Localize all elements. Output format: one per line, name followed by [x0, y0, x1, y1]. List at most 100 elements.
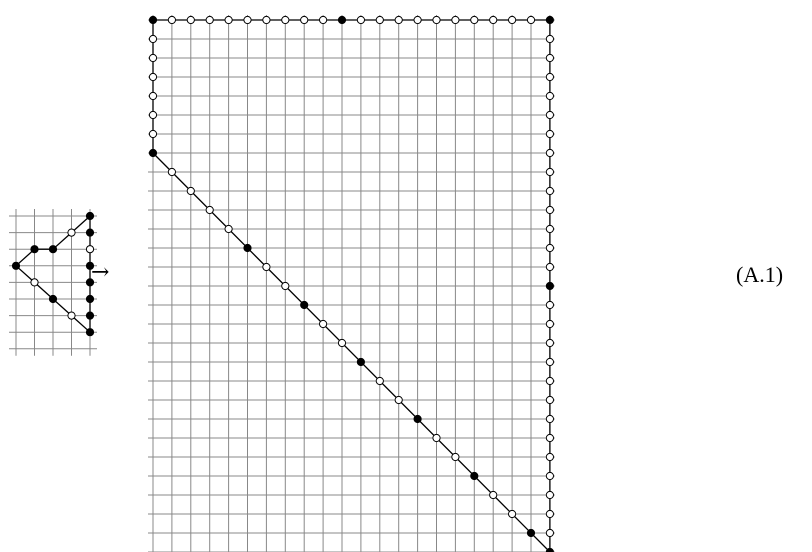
large-open-vertex [545, 148, 555, 158]
large-open-vertex [545, 167, 555, 177]
equation-number: (A.1) [736, 262, 784, 287]
small-filled-vertex [85, 328, 95, 337]
large-open-vertex [262, 262, 271, 272]
large-open-vertex [545, 357, 555, 367]
large-open-vertex [545, 376, 555, 386]
large-open-vertex [319, 15, 328, 25]
small-polygon-vertices [11, 211, 95, 337]
large-open-vertex [470, 15, 479, 25]
large-open-vertex [167, 15, 176, 25]
small-filled-vertex [48, 245, 58, 254]
large-open-vertex [148, 72, 158, 82]
large-open-vertex [545, 262, 555, 272]
large-open-vertex [186, 15, 195, 25]
large-open-vertex [545, 452, 555, 462]
large-open-vertex [413, 15, 422, 25]
large-open-vertex [375, 15, 384, 25]
large-open-vertex [319, 319, 328, 329]
small-polygon-boundary [15, 215, 91, 333]
large-filled-vertex [300, 300, 309, 310]
large-open-vertex [451, 15, 460, 25]
small-open-vertex [85, 245, 95, 254]
large-open-vertex [281, 281, 290, 291]
large-filled-vertex [545, 547, 554, 552]
large-open-vertex [205, 205, 214, 215]
large-open-vertex [262, 15, 271, 25]
large-filled-vertex [148, 148, 158, 158]
large-open-vertex [545, 395, 555, 405]
large-open-vertex [243, 15, 252, 25]
large-open-vertex [545, 186, 555, 196]
large-open-vertex [148, 34, 158, 44]
large-open-vertex [545, 129, 555, 139]
large-filled-vertex [545, 281, 555, 291]
large-open-vertex [489, 490, 498, 500]
large-open-vertex [545, 490, 555, 500]
large-open-vertex [545, 243, 555, 253]
large-open-vertex [148, 91, 158, 101]
large-filled-vertex [337, 15, 347, 25]
large-open-vertex [545, 300, 555, 310]
large-open-vertex [432, 15, 441, 25]
small-open-vertex [67, 228, 76, 237]
large-open-vertex [356, 15, 365, 25]
large-open-vertex [337, 338, 347, 348]
large-open-vertex [545, 433, 555, 443]
transform-arrow: → [91, 260, 110, 285]
large-open-vertex [394, 395, 403, 405]
large-open-vertex [545, 509, 555, 519]
small-filled-vertex [85, 211, 95, 221]
large-open-vertex [526, 15, 536, 25]
large-open-vertex [507, 509, 517, 519]
large-filled-vertex [356, 357, 365, 367]
large-open-vertex [507, 15, 517, 25]
small-filled-vertex [85, 311, 95, 320]
small-filled-vertex [85, 261, 95, 270]
large-open-vertex [545, 319, 555, 329]
small-open-vertex [30, 278, 39, 287]
large-open-vertex [148, 53, 158, 63]
small-grid [9, 209, 97, 356]
large-open-vertex [300, 15, 309, 25]
large-open-vertex [281, 15, 290, 25]
small-filled-vertex [11, 261, 21, 270]
large-open-vertex [545, 414, 555, 424]
large-filled-vertex [470, 471, 479, 481]
small-filled-vertex [30, 245, 39, 254]
small-filled-vertex [85, 228, 95, 237]
large-open-vertex [375, 376, 384, 386]
large-open-vertex [545, 205, 555, 215]
large-polygon-vertices [148, 15, 555, 552]
large-open-vertex [545, 91, 555, 101]
large-open-vertex [545, 471, 555, 481]
small-filled-vertex [85, 294, 95, 304]
large-filled-vertex [413, 414, 422, 424]
large-open-vertex [451, 452, 460, 462]
large-open-vertex [545, 338, 555, 348]
large-filled-vertex [526, 528, 536, 538]
large-open-vertex [186, 186, 195, 196]
large-open-vertex [205, 15, 214, 25]
large-open-vertex [432, 433, 441, 443]
large-open-vertex [545, 34, 555, 44]
large-open-vertex [545, 72, 555, 82]
small-polygon-edges [15, 215, 91, 333]
large-open-vertex [167, 167, 176, 177]
large-filled-vertex [545, 15, 555, 25]
large-open-vertex [224, 224, 233, 234]
large-open-vertex [489, 15, 498, 25]
small-filled-vertex [48, 294, 58, 304]
large-open-vertex [148, 110, 158, 120]
small-open-vertex [67, 311, 76, 320]
large-open-vertex [148, 129, 158, 139]
large-filled-vertex [243, 243, 252, 253]
large-open-vertex [545, 53, 555, 63]
large-open-vertex [394, 15, 403, 25]
large-open-vertex [545, 224, 555, 234]
large-filled-vertex [148, 15, 158, 25]
large-open-vertex [545, 528, 555, 538]
small-filled-vertex [85, 278, 95, 287]
large-grid [148, 15, 555, 552]
large-open-vertex [224, 15, 233, 25]
